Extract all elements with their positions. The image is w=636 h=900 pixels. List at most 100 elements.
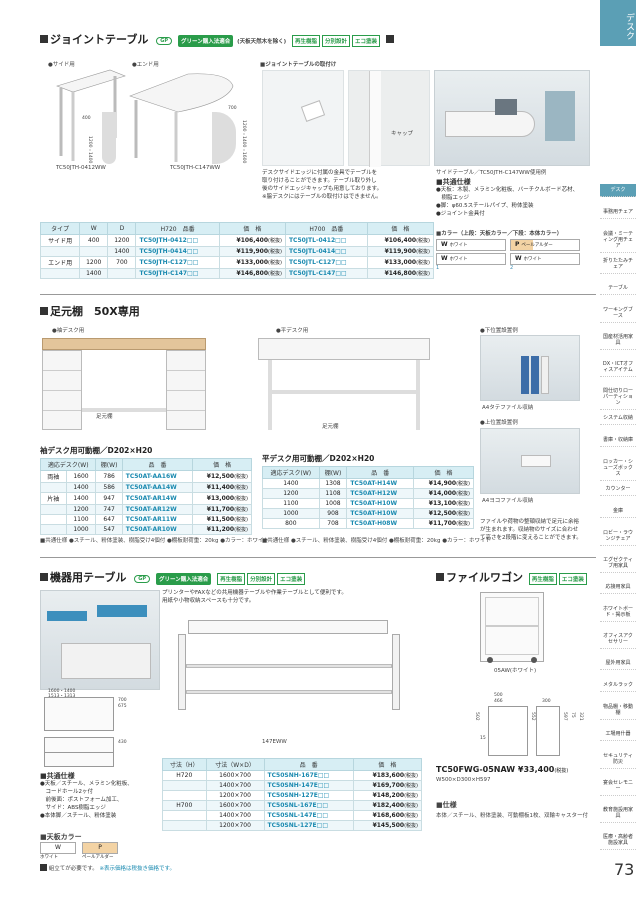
table-cell: TC50JTH-C147□□ bbox=[135, 268, 220, 279]
table-header: 寸法（H） bbox=[162, 758, 207, 771]
wagon-front-view bbox=[488, 706, 528, 756]
equip-dim-d2: 675 bbox=[118, 704, 127, 709]
joint-title-text: ジョイントテーブル bbox=[50, 33, 149, 46]
wagon-dim-75: 75 bbox=[570, 712, 575, 718]
mount-photo-2: キャップ bbox=[348, 70, 430, 167]
price-cell: ¥106,400(税抜) bbox=[218, 234, 286, 247]
equip-usage-photo bbox=[40, 590, 160, 690]
price-cell: ¥12,500(税抜) bbox=[192, 470, 252, 483]
joint-common-spec: ■共通仕様 ●天板：木製、メラミン化粧板、バーチクルボード芯材、 樹脂エッジ ●… bbox=[436, 178, 579, 217]
eco-tag-1: 再生樹脂 bbox=[291, 35, 320, 47]
table-cell: 1200×700 bbox=[205, 820, 265, 831]
sidebar-item[interactable]: 会議・ミーティング用チェア bbox=[600, 228, 636, 253]
end-use-label: ●エンド用 bbox=[132, 62, 159, 68]
table-cell: 1100 bbox=[262, 498, 320, 509]
table-header: H700 品番 bbox=[284, 222, 368, 235]
price-cell: ¥12,500(税抜) bbox=[413, 508, 474, 519]
side-use-label: ●サイド用 bbox=[48, 62, 75, 68]
price-cell: ¥14,900(税抜) bbox=[413, 478, 474, 489]
wagon-dim-500: 500 bbox=[494, 693, 503, 698]
sidebar-item[interactable]: 屋外用家具 bbox=[600, 657, 636, 670]
table-cell: 947 bbox=[95, 492, 123, 505]
sidebar-item[interactable]: 書庫・収納庫 bbox=[600, 434, 636, 447]
table-cell: 1400×700 bbox=[205, 810, 265, 821]
sidebar-item[interactable]: 宴会セレモニー bbox=[600, 777, 636, 796]
side-table-plan bbox=[102, 112, 116, 164]
table-cell: 1600×700 bbox=[205, 800, 265, 811]
sidebar-item[interactable]: 教育施設用家具 bbox=[600, 804, 636, 823]
tag-note: (天板天然木を除く) bbox=[237, 39, 287, 45]
table-cell bbox=[39, 268, 81, 279]
table-cell: 1400×700 bbox=[205, 780, 265, 791]
table-cell bbox=[162, 810, 207, 821]
sidebar-item[interactable]: ロッカー・シューズボックス bbox=[600, 456, 636, 481]
price-cell: ¥145,500(税抜) bbox=[352, 820, 423, 831]
page-number: 73 bbox=[614, 860, 635, 879]
sidebar-item[interactable]: 事務用チェア bbox=[600, 206, 636, 219]
wagon-dim-502: 502 bbox=[474, 712, 479, 721]
table-header: 価 格 bbox=[218, 222, 286, 235]
dim-700: 700 bbox=[228, 106, 237, 111]
sidebar-item[interactable]: 間仕切りローパーティション bbox=[600, 385, 636, 410]
dim-1200-1600: 1200・1400・1600 bbox=[241, 120, 246, 164]
price-cell: ¥168,600(税抜) bbox=[352, 810, 423, 821]
wagon-spec: 本体／スチール、粉体塗装、可動棚板1枚、双輪キャスター付 bbox=[436, 813, 589, 819]
table-cell: TC50AT-AR11W bbox=[121, 514, 194, 525]
sidebar-item[interactable]: 物品棚・移動棚 bbox=[600, 701, 636, 720]
sidebar-item[interactable]: 金庫 bbox=[600, 505, 636, 518]
equip-section-title: 機器用テーブル GP グリーン購入法適合 再生樹脂分別設計エコ塗装 bbox=[40, 569, 306, 585]
equip-table-illustration bbox=[178, 620, 400, 710]
table-header: W bbox=[79, 222, 109, 235]
usage-caption: サイドテーブル／TC50JTH-C147WW使用例 bbox=[436, 170, 547, 176]
table-cell: TC50AT-AR14W bbox=[121, 492, 194, 505]
sode-desk-label: ●袖デスク用 bbox=[52, 328, 85, 334]
sidebar-item[interactable]: ホワイトボード・掲示板 bbox=[600, 603, 636, 622]
sidebar-item[interactable]: 医療・高齢者施設家具 bbox=[600, 831, 636, 850]
table-cell: 片袖 bbox=[40, 492, 67, 505]
table-cell: 708 bbox=[318, 518, 348, 529]
joint-color-swatches: W ホワイト W ホワイト 1 P ペールアルダー W ホワイト 2 bbox=[436, 239, 580, 271]
table-cell: 1200 bbox=[79, 256, 109, 269]
price-cell: ¥119,900(税抜) bbox=[366, 246, 435, 257]
table-cell: 1400 bbox=[262, 478, 320, 489]
sidebar-item[interactable]: テーブル bbox=[600, 282, 636, 295]
table-header: H720 品番 bbox=[135, 222, 220, 235]
sidebar-item[interactable]: 工場用什器 bbox=[600, 728, 636, 741]
table-cell: TC50JTL-C127□□ bbox=[284, 256, 368, 269]
sidebar-item[interactable]: システム収納 bbox=[600, 412, 636, 425]
sidebar-item[interactable]: セキュリティ防災 bbox=[600, 750, 636, 769]
green-leaf-icon-2: GP bbox=[134, 575, 151, 583]
sidebar-item[interactable]: ワーキングブース bbox=[600, 304, 636, 323]
table-cell: TC50JTL-C147□□ bbox=[284, 268, 368, 279]
mount-text: デスクサイドエッジに付属の金具でテーブルを 取り付けることができます。テーブル取… bbox=[262, 170, 383, 200]
sidebar-item[interactable]: エグゼクティブ用家具 bbox=[600, 554, 636, 573]
sode-table-title: 袖デスク用可動棚／D202×H20 bbox=[40, 446, 153, 455]
wagon-illustration bbox=[480, 592, 544, 663]
mount-title: ■ジョイントテーブルの取付け bbox=[260, 62, 337, 68]
side-table-code: TC50JTH-0412WW bbox=[56, 165, 106, 171]
sidebar-item[interactable]: メタルラック bbox=[600, 679, 636, 692]
table-cell: TC50SNL-167E□□ bbox=[263, 800, 354, 811]
sidebar-item[interactable]: オフィスアクセサリー bbox=[600, 630, 636, 649]
divider-2 bbox=[40, 557, 596, 558]
sidebar-item[interactable]: ロビー・ラウンジチェア bbox=[600, 527, 636, 546]
table-cell bbox=[40, 482, 67, 493]
table-cell: 1000 bbox=[262, 508, 320, 519]
table-header: 適応デスク(W) bbox=[39, 458, 97, 471]
table-cell: TC50AT-H14W bbox=[346, 478, 415, 489]
price-cell: ¥146,800(税抜) bbox=[366, 268, 435, 279]
sidebar-item[interactable]: 折りたたみチェア bbox=[600, 255, 636, 274]
dim-1200-1400: 1200・1400 bbox=[87, 136, 92, 164]
sidebar-item[interactable]: DX・ICTオフィスアイテム bbox=[600, 358, 636, 377]
price-cell: ¥11,200(税抜) bbox=[192, 524, 252, 535]
table-cell: 1600 bbox=[65, 470, 97, 483]
sidebar-item[interactable]: 応接用家具 bbox=[600, 581, 636, 594]
sidebar-item[interactable]: カウンター bbox=[600, 483, 636, 496]
sidebar-item[interactable]: 国産材活用家具 bbox=[600, 331, 636, 350]
sidebar-item[interactable]: デスク bbox=[600, 184, 636, 197]
